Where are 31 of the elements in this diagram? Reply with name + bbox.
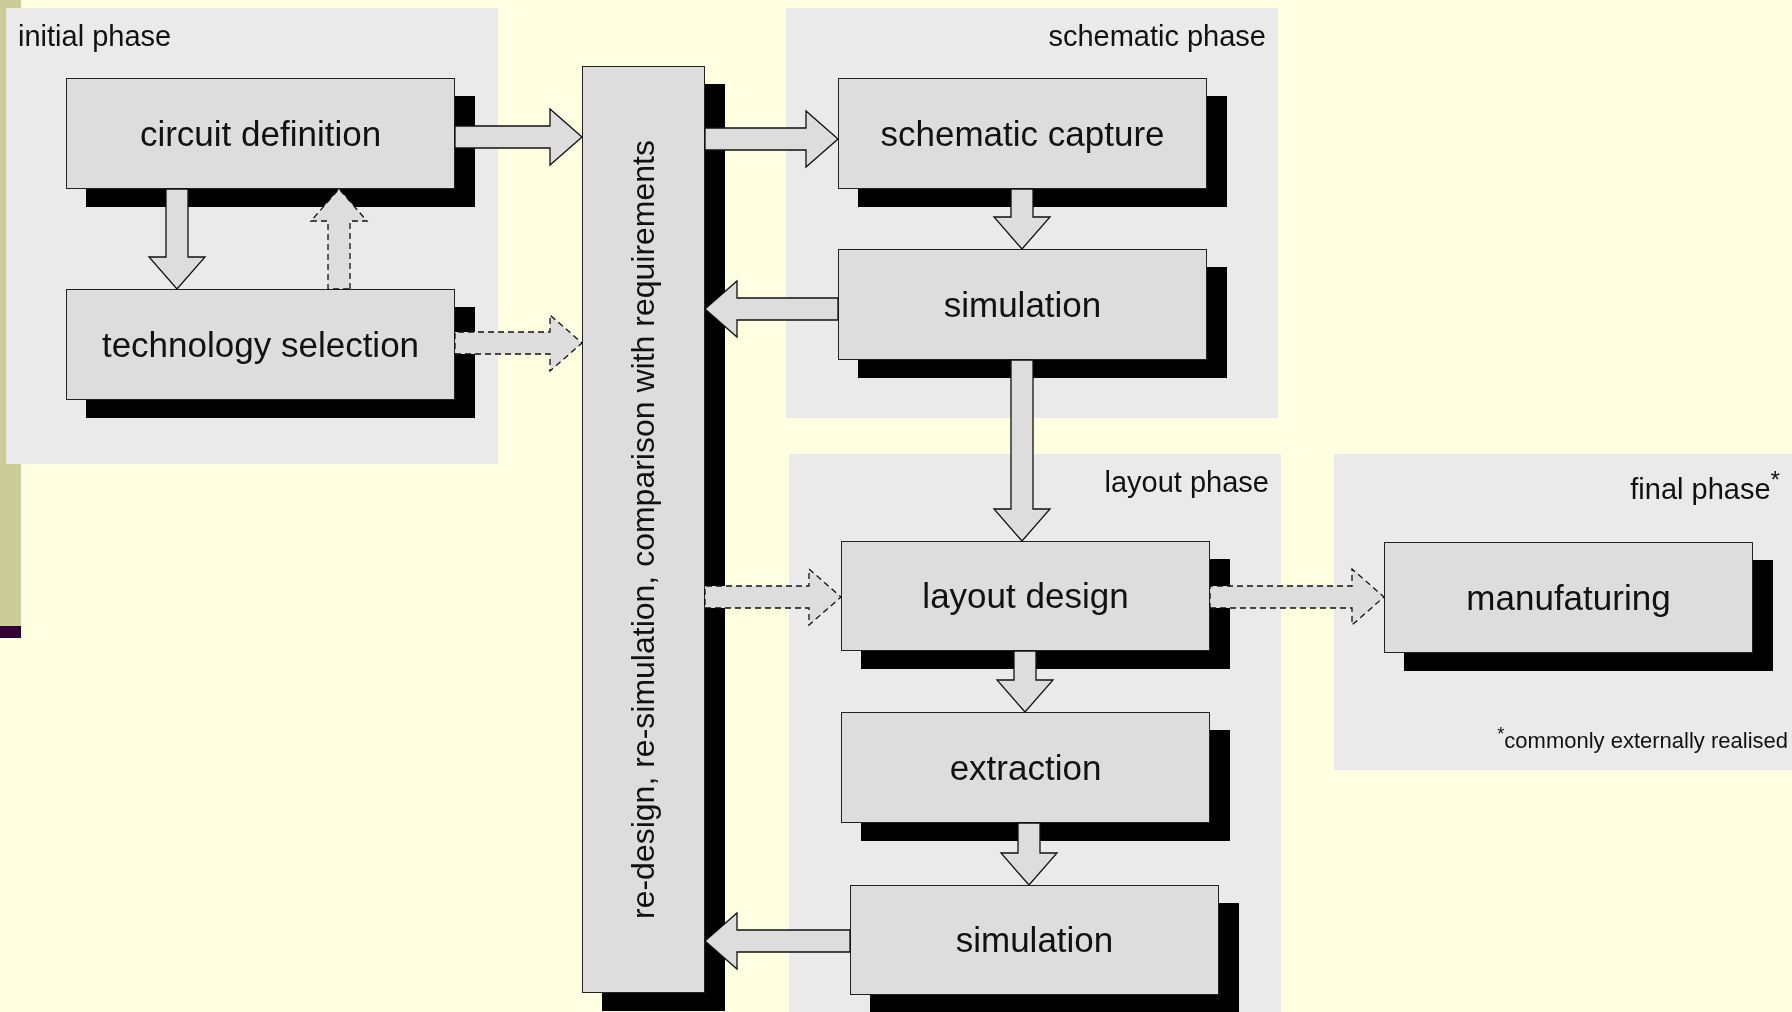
block-arrow xyxy=(454,313,583,373)
block-arrow xyxy=(147,188,207,290)
block-arrow xyxy=(992,188,1052,250)
phase-panel xyxy=(6,8,498,464)
box-label: extraction xyxy=(949,747,1102,788)
block-arrow xyxy=(992,359,1052,542)
phase-panel xyxy=(1334,454,1792,770)
footnote: $^{*}$commonly externally realised xyxy=(1497,722,1788,754)
block-arrow xyxy=(309,188,369,290)
box-label: simulation xyxy=(943,284,1102,325)
block-arrow xyxy=(704,109,839,169)
block-arrow xyxy=(1209,567,1385,627)
phase-title: final phase$^{*}$ xyxy=(1630,466,1780,506)
phase-title: schematic phase xyxy=(1048,20,1266,53)
block-arrow xyxy=(999,822,1059,886)
box-label: schematic capture xyxy=(880,113,1165,154)
block-arrow xyxy=(454,107,583,167)
box-label: circuit definition xyxy=(139,113,382,154)
block-arrow xyxy=(704,911,851,971)
box-label: technology selection xyxy=(101,324,420,365)
box-label: manufaturing xyxy=(1466,577,1671,618)
phase-title: initial phase xyxy=(18,20,172,53)
box-label: simulation xyxy=(955,920,1114,960)
phase-panel xyxy=(789,454,1281,1012)
block-arrow xyxy=(704,279,839,339)
block-arrow xyxy=(995,650,1055,713)
phase-title: layout phase xyxy=(1104,466,1269,499)
box-label: layout design xyxy=(922,576,1129,616)
phase-panel xyxy=(786,8,1278,418)
block-arrow xyxy=(704,567,842,627)
box-label: re-design, re-simulation, comparison with requirements xyxy=(625,140,662,919)
